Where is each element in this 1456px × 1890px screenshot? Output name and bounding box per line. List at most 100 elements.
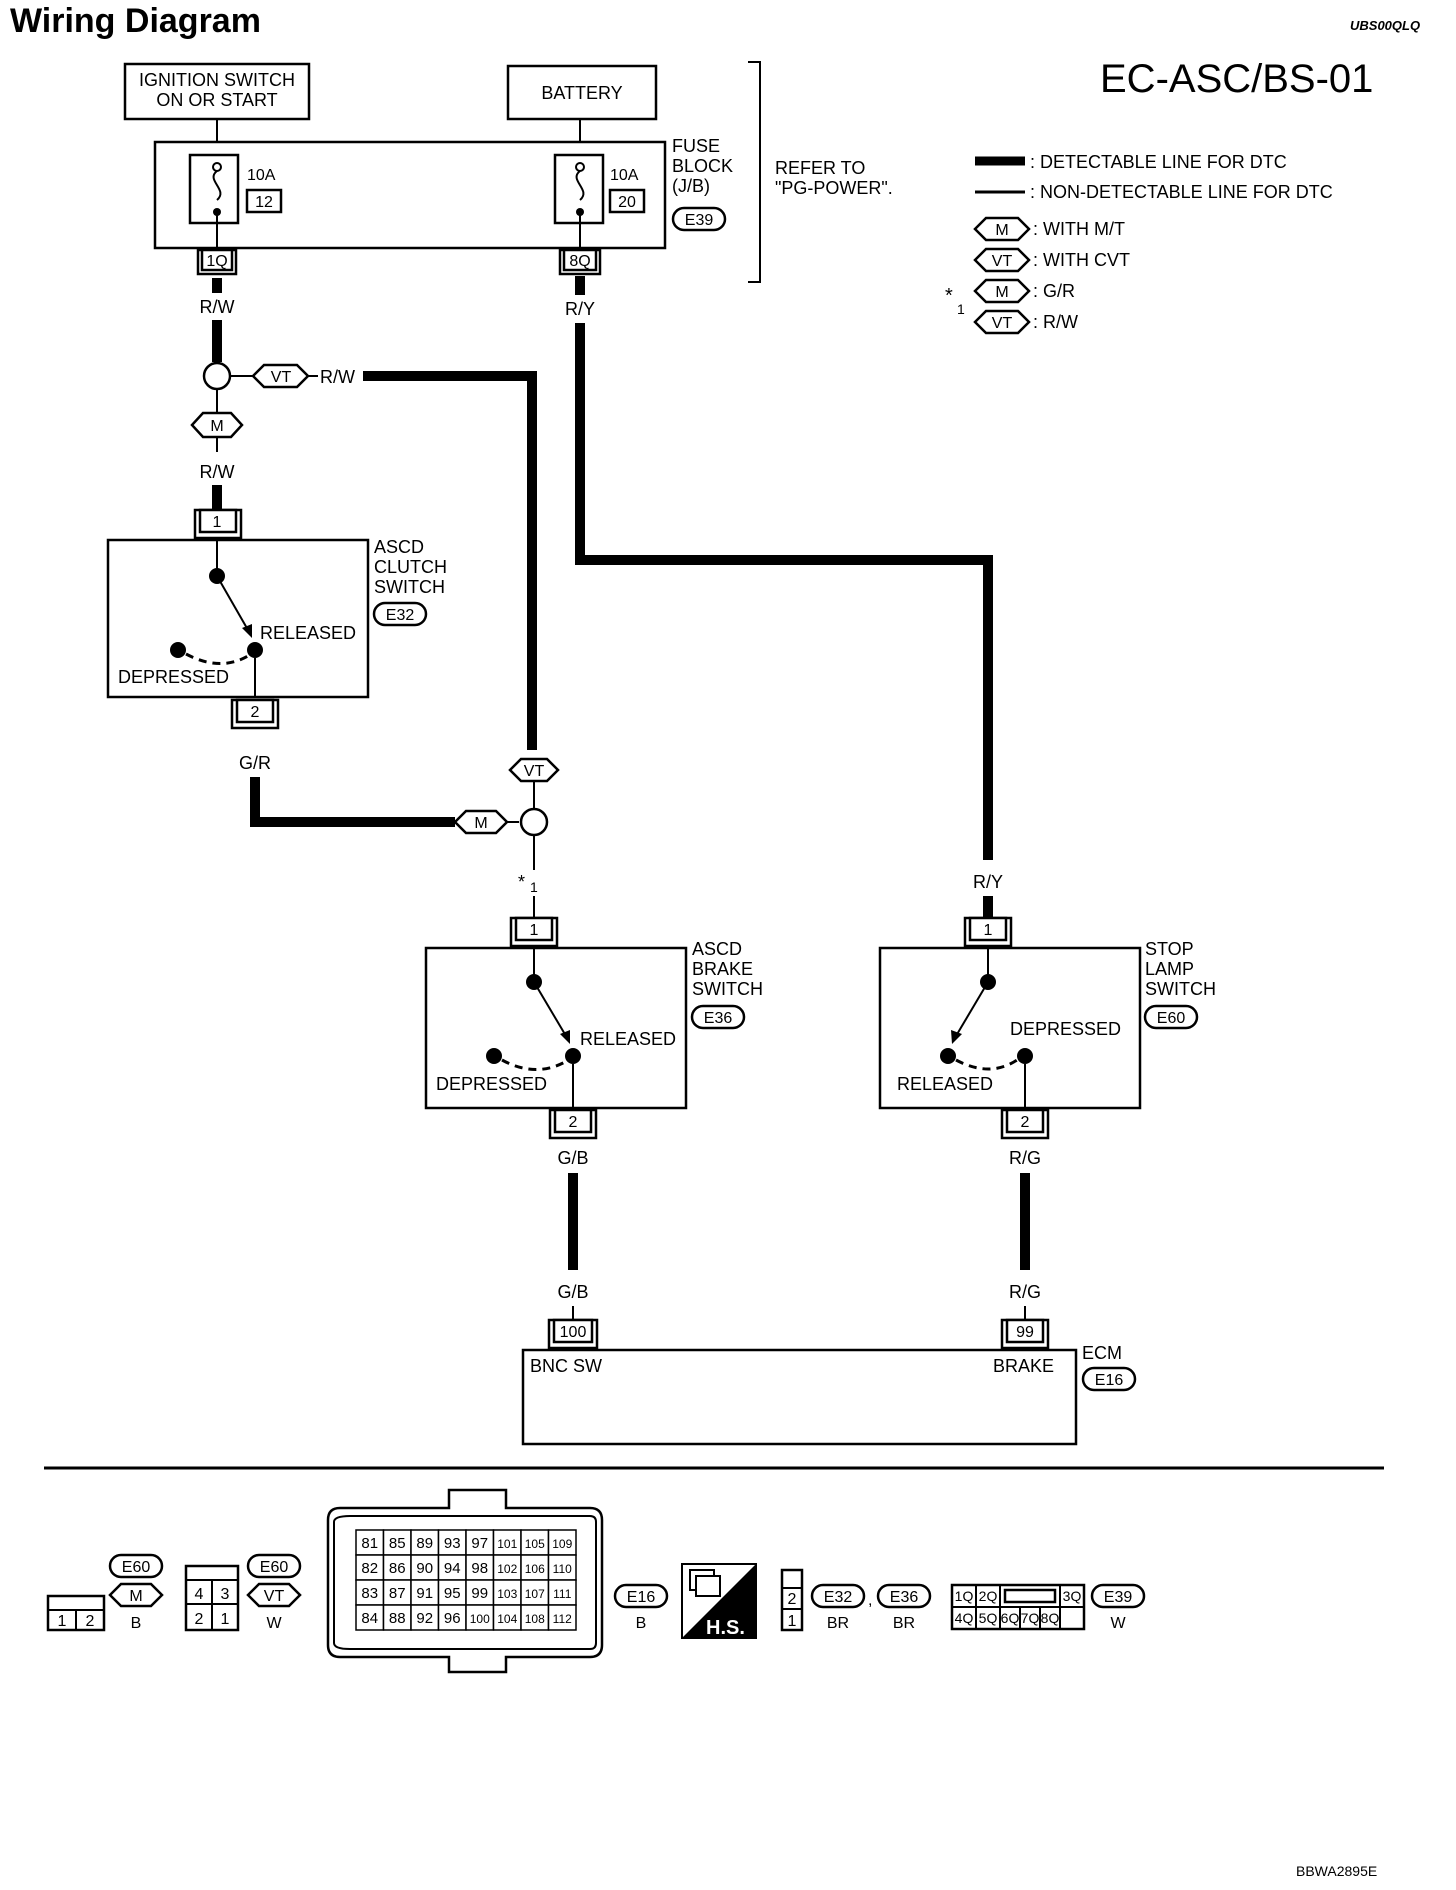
- legend: : DETECTABLE LINE FOR DTC : NON-DETECTAB…: [945, 152, 1333, 335]
- brake-pin-1: 1: [530, 922, 539, 939]
- legend-star-num: 1: [957, 301, 965, 317]
- e16-pin-85: 85: [389, 1535, 406, 1552]
- e60-cvt-color: W: [266, 1615, 282, 1632]
- battery-box: BATTERY: [506, 64, 658, 121]
- e32-color: BR: [827, 1615, 849, 1632]
- e39-pin-7q: 7Q: [1021, 1610, 1040, 1626]
- e36-color: BR: [893, 1615, 915, 1632]
- e16-pin-89: 89: [416, 1535, 433, 1552]
- wire-gr: G/R: [239, 753, 271, 773]
- e16-pin-95: 95: [444, 1585, 461, 1602]
- hs-label: H.S.: [706, 1617, 745, 1639]
- e16-pin-98: 98: [471, 1560, 488, 1577]
- hs-mark: H.S.: [681, 1563, 757, 1639]
- e16-pin-111: 111: [553, 1587, 572, 1601]
- legend-detectable: : DETECTABLE LINE FOR DTC: [1030, 152, 1287, 172]
- stop-released: RELEASED: [897, 1074, 993, 1094]
- e16-pin-97: 97: [471, 1535, 488, 1552]
- e16-pin-109: 109: [552, 1537, 572, 1551]
- e16-pin-86: 86: [389, 1560, 406, 1577]
- brake-released: RELEASED: [580, 1029, 676, 1049]
- e60-mt-symbol: M: [129, 1588, 142, 1605]
- e60-cvt-pin-2: 2: [195, 1611, 204, 1628]
- clutch-released: RELEASED: [260, 623, 356, 643]
- e32-e36-separator: ,: [868, 1592, 872, 1609]
- mt-joint-symbol: M: [474, 815, 487, 832]
- wire-rw-top: R/W: [200, 297, 235, 317]
- e16-pin-103: 103: [497, 1587, 517, 1601]
- e60-mt-pin-2: 2: [86, 1613, 95, 1630]
- wire-rg-top: R/G: [1009, 1148, 1041, 1168]
- terminal-8q-label: 8Q: [569, 253, 590, 270]
- brake-pin-2: 2: [569, 1114, 578, 1131]
- page-title: Wiring Diagram: [10, 2, 261, 40]
- e60-mt-color: B: [131, 1615, 142, 1632]
- wire-rg-bottom: R/G: [1009, 1282, 1041, 1302]
- connector-view-e60-cvt: 4 3 2 1 E60 VT W: [184, 1553, 302, 1632]
- e16-pin-91: 91: [416, 1585, 433, 1602]
- e16-pin-96: 96: [444, 1610, 461, 1627]
- refer-note: REFER TO"PG-POWER".: [775, 158, 893, 198]
- legend-star-mt-symbol: M: [995, 284, 1008, 301]
- legend-cvt-symbol: VT: [992, 253, 1013, 270]
- connector-view-e60-mt: 1 2 E60 M B: [46, 1553, 164, 1632]
- fuse-12: 10A 12: [188, 153, 283, 225]
- e16-pin-87: 87: [389, 1585, 406, 1602]
- e16-pin-104: 104: [497, 1612, 517, 1626]
- e16-pin-94: 94: [444, 1560, 461, 1577]
- e36-id: E36: [890, 1589, 919, 1606]
- e60-cvt-symbol: VT: [264, 1588, 285, 1605]
- legend-mt-symbol: M: [995, 222, 1008, 239]
- stop-depressed: DEPRESSED: [1010, 1019, 1121, 1039]
- e60-cvt-pin-4: 4: [195, 1586, 204, 1603]
- ecm-brake: BRAKE: [993, 1356, 1054, 1376]
- e39-id: E39: [1104, 1589, 1133, 1606]
- e16-pin-99: 99: [471, 1585, 488, 1602]
- e39-pin-8q: 8Q: [1041, 1610, 1060, 1626]
- e60-cvt-id: E60: [260, 1559, 289, 1576]
- legend-non-detectable: : NON-DETECTABLE LINE FOR DTC: [1030, 182, 1333, 202]
- e16-pin-92: 92: [416, 1610, 433, 1627]
- stop-connector: E60: [1157, 1010, 1186, 1027]
- e16-pin-110: 110: [553, 1562, 572, 1576]
- wire-gb-top: G/B: [557, 1148, 588, 1168]
- fuse-12-rating: 10A: [247, 167, 276, 184]
- star-ref-num: 1: [530, 879, 538, 895]
- legend-mt-label: : WITH M/T: [1033, 219, 1125, 239]
- clutch-pin-2: 2: [251, 704, 260, 721]
- ecm-connector: E16: [1095, 1372, 1124, 1389]
- ecm: 100 99 BNC SW BRAKE ECM E16: [521, 1306, 1137, 1446]
- connector-view-e32-e36: 2 1 E32 , E36 BR BR: [780, 1568, 932, 1632]
- fuse-20-rating: 10A: [610, 167, 639, 184]
- clutch-depressed: DEPRESSED: [118, 667, 229, 687]
- star-ref: *: [518, 872, 525, 892]
- legend-star: *: [945, 285, 953, 307]
- wire-ry-stop: R/Y: [973, 872, 1003, 892]
- legend-cvt-label: : WITH CVT: [1033, 250, 1130, 270]
- connector-view-e39: 1Q 2Q 3Q 4Q 5Q 6Q 7Q 8Q E39 W: [950, 1583, 1146, 1632]
- e16-pin-102: 102: [497, 1562, 517, 1576]
- ecm-name: ECM: [1082, 1343, 1122, 1363]
- e16-pin-90: 90: [416, 1560, 433, 1577]
- fuse-20: 10A 20: [553, 153, 646, 225]
- e32-id: E32: [824, 1589, 853, 1606]
- e32-pin-1: 1: [788, 1613, 797, 1630]
- terminal-8q: 8Q: [558, 248, 602, 276]
- e39-pin-5q: 5Q: [979, 1610, 998, 1626]
- e16-id: E16: [627, 1589, 656, 1606]
- ecm-pin-100: 100: [560, 1324, 587, 1341]
- stop-pin-2: 2: [1021, 1114, 1030, 1131]
- cvt-joint-symbol: VT: [524, 763, 545, 780]
- e16-pin-106: 106: [525, 1562, 545, 1576]
- e39-pin-4q: 4Q: [955, 1610, 974, 1626]
- e16-pin-107: 107: [525, 1587, 545, 1601]
